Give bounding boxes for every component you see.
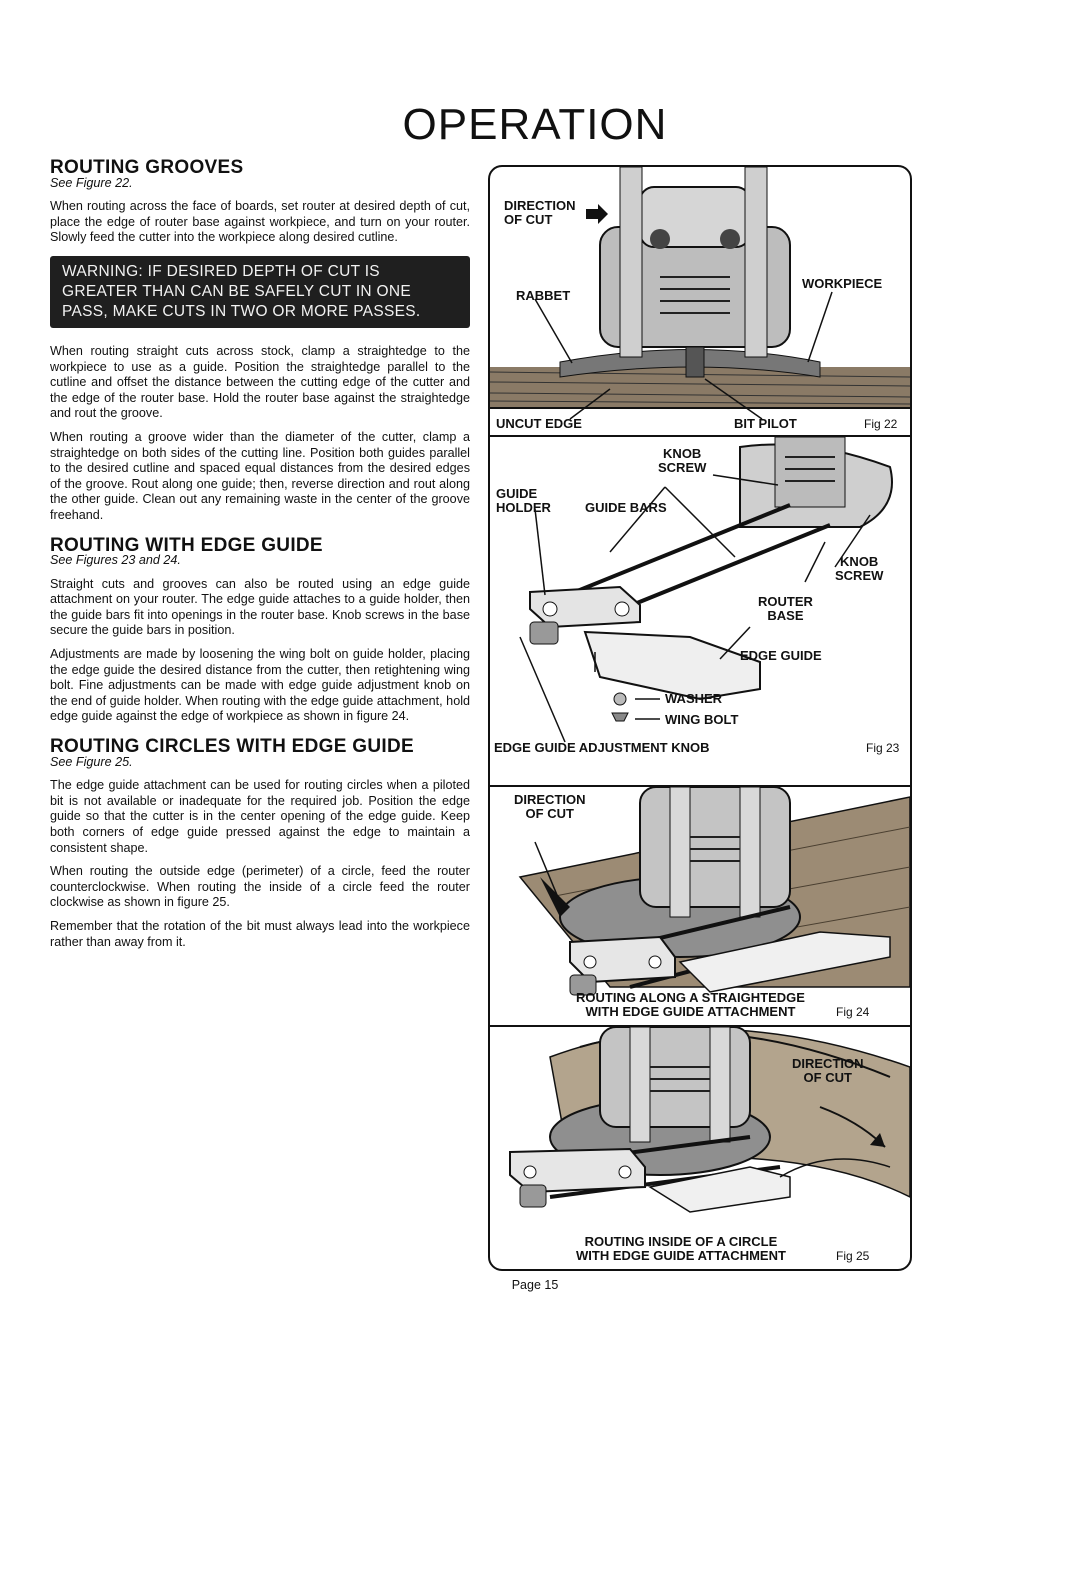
label-edge-guide-adjustment-knob: EDGE GUIDE ADJUSTMENT KNOB xyxy=(494,740,710,755)
label-guide-holder: GUIDE HOLDER xyxy=(496,486,551,515)
figure-number: Fig 24 xyxy=(836,1005,870,1019)
straightedge-routing-illustration xyxy=(518,787,910,996)
figure-number: Fig 22 xyxy=(864,417,898,431)
figure-24: DIRECTION OF CUT ROUTING ALONG A STRAIGH… xyxy=(490,785,910,1027)
label-direction-of-cut: DIRECTION OF CUT xyxy=(504,198,576,227)
figure-25: DIRECTION OF CUT ROUTING INSIDE OF A CIR… xyxy=(490,1025,910,1269)
label-uncut-edge: UNCUT EDGE xyxy=(496,416,582,431)
figure-number: Fig 25 xyxy=(836,1249,870,1263)
figure-reference: See Figures 23 and 24. xyxy=(50,553,181,568)
figure-caption: ROUTING ALONG A STRAIGHTEDGE WITH EDGE G… xyxy=(576,990,805,1019)
label-wing-bolt: WING BOLT xyxy=(665,712,739,727)
label-bit-pilot: BIT PILOT xyxy=(734,416,797,431)
figure-22: DIRECTION OF CUT RABBET WORKPIECE UNCUT … xyxy=(490,167,910,435)
paragraph: Straight cuts and grooves can also be ro… xyxy=(50,576,470,638)
paragraph: When routing a groove wider than the dia… xyxy=(50,429,470,522)
router-rabbet-illustration xyxy=(490,167,910,420)
edge-guide-assembly-illustration xyxy=(519,437,893,743)
label-direction-of-cut: DIRECTION OF CUT xyxy=(792,1056,864,1085)
label-washer: WASHER xyxy=(665,691,723,706)
text-column: ROUTING GROOVES See Figure 22. When rout… xyxy=(50,157,470,958)
paragraph: Adjustments are made by loosening the wi… xyxy=(50,647,470,724)
heading-routing-grooves: ROUTING GROOVES xyxy=(50,157,244,178)
label-workpiece: WORKPIECE xyxy=(802,276,883,291)
figure-number: Fig 23 xyxy=(866,741,900,755)
circle-routing-illustration xyxy=(509,1027,910,1213)
label-edge-guide: EDGE GUIDE xyxy=(740,648,822,663)
paragraph: Remember that the rotation of the bit mu… xyxy=(50,918,470,949)
figure-caption: ROUTING INSIDE OF A CIRCLE WITH EDGE GUI… xyxy=(576,1234,786,1263)
paragraph: When routing across the face of boards, … xyxy=(50,199,470,245)
heading-routing-edge-guide: ROUTING WITH EDGE GUIDE xyxy=(50,534,323,556)
heading-routing-circles: ROUTING CIRCLES WITH EDGE GUIDE xyxy=(50,736,414,758)
warning-box: WARNING: IF DESIRED DEPTH OF CUT IS GREA… xyxy=(50,255,470,328)
figure-reference: See Figure 25. xyxy=(50,754,133,769)
page-title: OPERATION xyxy=(402,100,668,149)
label-knob-screw-right: KNOB SCREW xyxy=(835,554,884,583)
figure-reference: See Figure 22. xyxy=(50,175,133,190)
figure-23: KNOB SCREW GUIDE HOLDER GUIDE BARS KNOB … xyxy=(490,435,910,787)
label-router-base: ROUTER BASE xyxy=(758,594,813,623)
label-rabbet: RABBET xyxy=(516,288,571,303)
paragraph: When routing the outside edge (perimeter… xyxy=(50,864,470,910)
label-direction-of-cut: DIRECTION OF CUT xyxy=(514,792,586,821)
paragraph: When routing straight cuts across stock,… xyxy=(50,343,470,421)
paragraph: The edge guide attachment can be used fo… xyxy=(50,778,470,855)
page-number: Page 15 xyxy=(511,1278,559,1292)
label-knob-screw: KNOB SCREW xyxy=(658,446,707,475)
figure-panel: DIRECTION OF CUT RABBET WORKPIECE UNCUT … xyxy=(488,165,912,1271)
label-guide-bars: GUIDE BARS xyxy=(585,500,667,515)
